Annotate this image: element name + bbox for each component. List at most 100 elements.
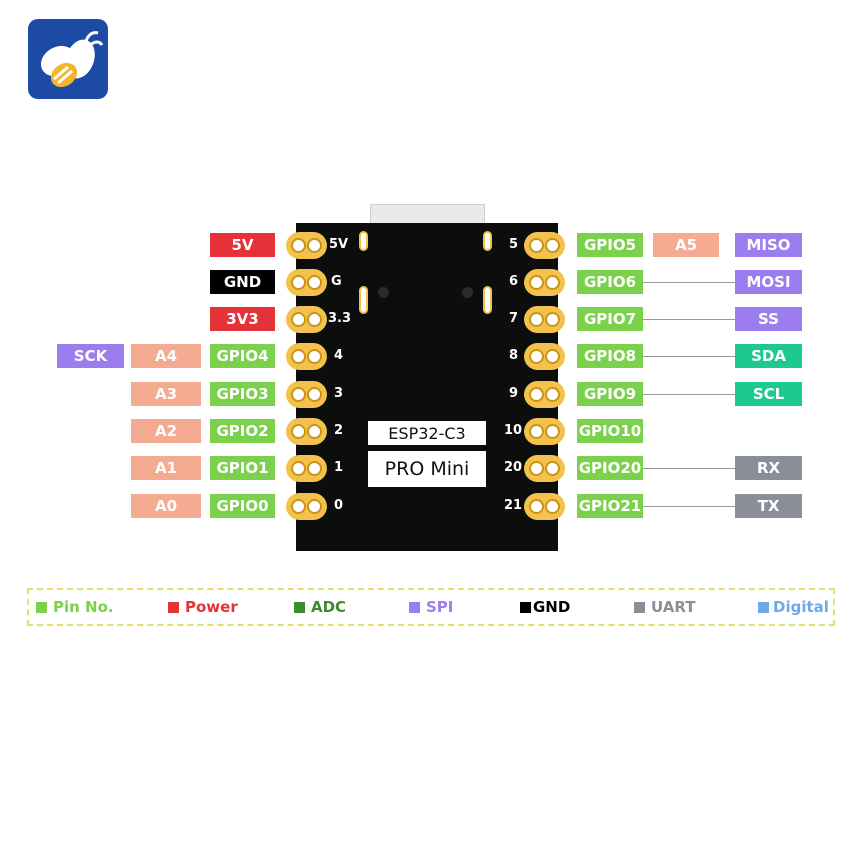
pin-number: 5 xyxy=(509,237,519,252)
pin-number: G xyxy=(331,274,342,289)
legend-label: Pin No. xyxy=(53,598,114,616)
pin-header xyxy=(286,343,327,370)
bee-icon xyxy=(40,31,104,88)
pin-header xyxy=(286,455,327,482)
legend-digital: Digital xyxy=(758,598,829,616)
connector-line xyxy=(643,319,735,320)
legend-power: Power xyxy=(168,598,238,616)
mount-slot xyxy=(359,286,368,314)
pin-number: 7 xyxy=(509,311,519,326)
board-model: PRO Mini xyxy=(368,451,486,487)
mount-slot xyxy=(483,231,492,251)
label-spi: SS xyxy=(735,307,802,331)
mount-slot xyxy=(483,286,492,314)
label-gpio: GPIO8 xyxy=(577,344,643,368)
pin-number: 1 xyxy=(334,460,344,475)
label-spi: MOSI xyxy=(735,270,802,294)
legend-gnd: GND xyxy=(520,598,570,616)
label-i2c: SDA xyxy=(735,344,802,368)
pin-number: 9 xyxy=(509,386,519,401)
pin-number: 3.3 xyxy=(328,311,352,326)
pin-header xyxy=(524,455,565,482)
pin-number: 20 xyxy=(504,460,523,475)
board xyxy=(296,223,558,551)
pin-header xyxy=(286,381,327,408)
legend-spi: SPI xyxy=(409,598,453,616)
label-spi: SCK xyxy=(57,344,124,368)
legend-adc: ADC xyxy=(294,598,346,616)
pin-header xyxy=(286,418,327,445)
label-adc: A0 xyxy=(131,494,201,518)
label-gpio: GPIO20 xyxy=(577,456,643,480)
via-hole xyxy=(462,287,473,298)
legend-label: GND xyxy=(533,598,571,616)
label-power: 5V xyxy=(210,233,275,257)
pin-number: 3 xyxy=(334,386,344,401)
label-gpio: GPIO10 xyxy=(577,419,643,443)
legend-label: ADC xyxy=(311,598,347,616)
pin-header xyxy=(524,418,565,445)
pin-header xyxy=(286,493,327,520)
legend-swatch xyxy=(168,601,179,613)
legend-label: UART xyxy=(651,598,696,616)
label-i2c: SCL xyxy=(735,382,802,406)
legend-pin-no: Pin No. xyxy=(36,598,114,616)
mount-slot xyxy=(359,231,368,251)
label-gpio: GPIO1 xyxy=(210,456,275,480)
pin-number: 6 xyxy=(509,274,519,289)
label-gpio: GPIO4 xyxy=(210,344,275,368)
label-adc: A3 xyxy=(131,382,201,406)
via-hole xyxy=(378,287,389,298)
usb-connector xyxy=(370,204,485,227)
label-adc: A2 xyxy=(131,419,201,443)
connector-line xyxy=(643,468,735,469)
connector-line xyxy=(643,356,735,357)
legend-swatch xyxy=(758,601,769,613)
pin-header xyxy=(524,306,565,333)
pin-number: 0 xyxy=(334,498,344,513)
legend-label: Power xyxy=(185,598,238,616)
pin-header xyxy=(524,381,565,408)
label-power: 3V3 xyxy=(210,307,275,331)
label-spi: MISO xyxy=(735,233,802,257)
pin-number: 21 xyxy=(504,498,523,513)
legend-uart: UART xyxy=(634,598,695,616)
label-adc: A5 xyxy=(653,233,719,257)
label-adc: A1 xyxy=(131,456,201,480)
legend-swatch xyxy=(36,601,47,613)
label-gpio: GPIO9 xyxy=(577,382,643,406)
connector-line xyxy=(643,394,735,395)
chip-name: ESP32-C3 xyxy=(368,421,486,445)
connector-line xyxy=(643,506,735,507)
legend-swatch xyxy=(294,601,305,613)
label-gpio: GPIO6 xyxy=(577,270,643,294)
pin-header xyxy=(524,232,565,259)
pin-header xyxy=(524,493,565,520)
label-gnd: GND xyxy=(210,270,275,294)
label-gpio: GPIO0 xyxy=(210,494,275,518)
pin-header xyxy=(286,232,327,259)
label-gpio: GPIO2 xyxy=(210,419,275,443)
pin-header xyxy=(286,306,327,333)
label-gpio: GPIO5 xyxy=(577,233,643,257)
brand-logo xyxy=(28,19,108,99)
legend xyxy=(27,588,835,626)
connector-line xyxy=(643,282,735,283)
pin-header xyxy=(524,269,565,296)
pin-number: 10 xyxy=(504,423,523,438)
legend-label: SPI xyxy=(426,598,454,616)
legend-swatch xyxy=(634,601,645,613)
label-gpio: GPIO21 xyxy=(577,494,643,518)
pin-number: 8 xyxy=(509,348,519,363)
pin-header xyxy=(524,343,565,370)
label-gpio: GPIO7 xyxy=(577,307,643,331)
label-uart: RX xyxy=(735,456,802,480)
label-uart: TX xyxy=(735,494,802,518)
legend-swatch xyxy=(520,601,531,613)
legend-swatch xyxy=(409,601,420,613)
legend-label: Digital xyxy=(773,598,829,616)
label-adc: A4 xyxy=(131,344,201,368)
pin-number: 5V xyxy=(329,237,349,252)
pin-header xyxy=(286,269,327,296)
pin-number: 4 xyxy=(334,348,344,363)
